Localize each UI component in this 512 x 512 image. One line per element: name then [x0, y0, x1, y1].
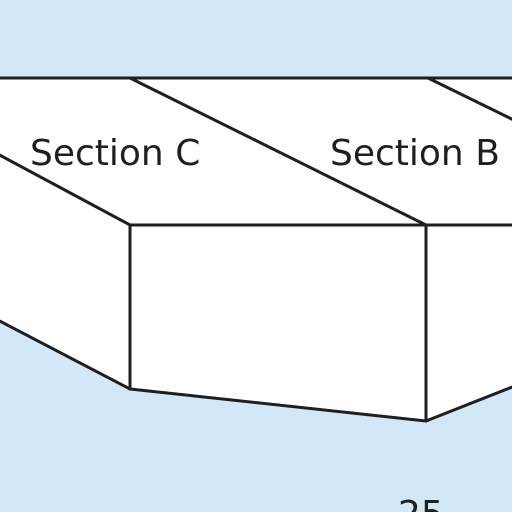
- dimension-label: 25: [398, 494, 444, 512]
- front-face: [128, 223, 428, 423]
- right-side-face: [424, 223, 512, 423]
- section-b-label: Section B: [330, 133, 500, 174]
- section-divider-line: [128, 76, 428, 227]
- section-divider-line: [426, 76, 512, 121]
- section-c-label: Section C: [30, 133, 200, 174]
